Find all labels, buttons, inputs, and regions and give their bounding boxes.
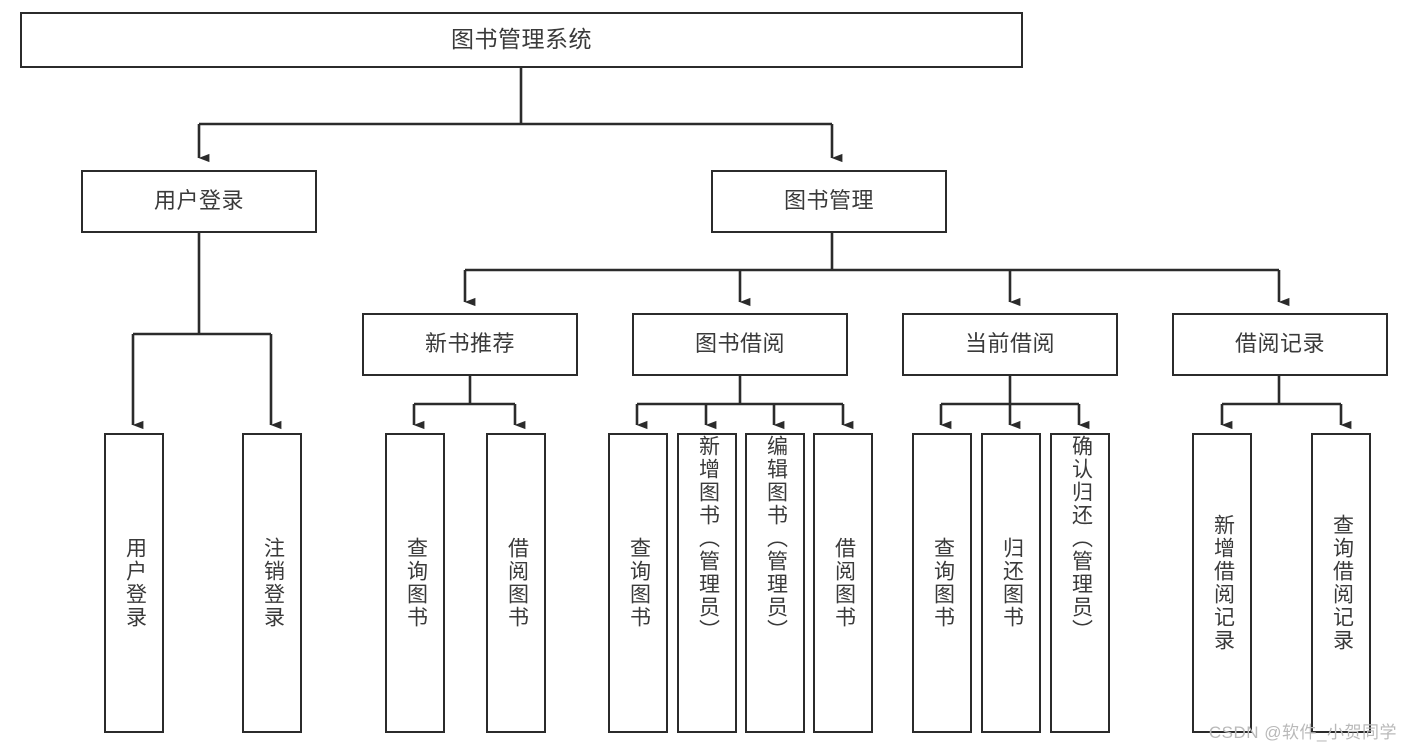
node-borrowing-record[interactable]: 借阅记录 [1172, 313, 1388, 376]
node-book-management[interactable]: 图书管理 [711, 170, 947, 233]
node-leaf-query-borrow-record[interactable]: 查询借阅记录 [1311, 433, 1371, 733]
node-leaf-edit-book-admin[interactable]: 编辑图书（管理员） [745, 433, 805, 733]
node-book-borrowing[interactable]: 图书借阅 [632, 313, 848, 376]
node-leaf-query-book-recommendation[interactable]: 查询图书 [385, 433, 445, 733]
node-leaf-borrow-book-recommendation[interactable]: 借阅图书 [486, 433, 546, 733]
node-label: 确认归还（管理员） [1069, 435, 1093, 642]
node-label: 当前借阅 [964, 331, 1055, 357]
node-leaf-add-book-admin[interactable]: 新增图书（管理员） [677, 433, 737, 733]
node-leaf-logout[interactable]: 注销登录 [242, 433, 302, 733]
node-label: 查询图书 [627, 537, 651, 629]
node-leaf-user-login[interactable]: 用户登录 [104, 433, 164, 733]
node-leaf-return-book[interactable]: 归还图书 [981, 433, 1041, 733]
node-leaf-add-borrow-record[interactable]: 新增借阅记录 [1192, 433, 1252, 733]
node-label: 图书管理 [783, 188, 874, 214]
node-label: 新书推荐 [424, 331, 515, 357]
node-label: 图书借阅 [694, 331, 785, 357]
node-leaf-confirm-return-admin[interactable]: 确认归还（管理员） [1050, 433, 1110, 733]
node-label: 新增图书（管理员） [696, 435, 720, 642]
node-label: 图书管理系统 [451, 26, 592, 53]
node-label: 借阅图书 [505, 537, 529, 629]
node-label: 查询图书 [404, 537, 428, 629]
node-label: 注销登录 [261, 537, 285, 629]
node-book-management-system[interactable]: 图书管理系统 [20, 12, 1023, 68]
node-current-borrowing[interactable]: 当前借阅 [902, 313, 1118, 376]
node-label: 借阅记录 [1234, 331, 1325, 357]
node-leaf-query-book-current[interactable]: 查询图书 [912, 433, 972, 733]
csdn-watermark: CSDN @软件_小贺同学 [1208, 723, 1397, 742]
node-label: 用户登录 [153, 188, 244, 214]
node-label: 借阅图书 [832, 537, 856, 629]
node-label: 归还图书 [1000, 537, 1024, 629]
node-user-login[interactable]: 用户登录 [81, 170, 317, 233]
node-label: 查询借阅记录 [1330, 514, 1354, 652]
node-label: 用户登录 [123, 537, 147, 629]
node-leaf-borrow-book-borrowing[interactable]: 借阅图书 [813, 433, 873, 733]
node-label: 编辑图书（管理员） [764, 435, 788, 642]
node-label: 查询图书 [931, 537, 955, 629]
node-leaf-query-book-borrowing[interactable]: 查询图书 [608, 433, 668, 733]
node-new-book-recommendation[interactable]: 新书推荐 [362, 313, 578, 376]
node-label: 新增借阅记录 [1211, 514, 1235, 652]
